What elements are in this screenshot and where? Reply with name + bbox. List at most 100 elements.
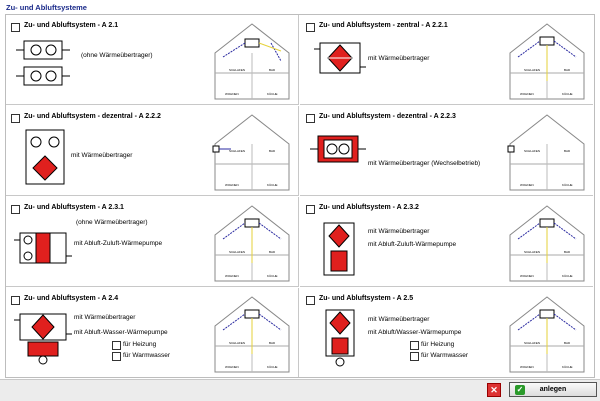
system-checkbox[interactable] xyxy=(11,296,20,305)
house-diagram-icon: SCHLAFEN BAD WOHNEN KÜCHE xyxy=(214,296,290,373)
option-label-heizung: für Heizung xyxy=(123,341,157,348)
svg-text:SCHLAFEN: SCHLAFEN xyxy=(229,250,245,254)
system-note: mit Abluft/Wasser-Wärmepumpe xyxy=(368,329,462,336)
system-grid: Zu- und Abluftsystem - A 2.1 (ohne Wärme… xyxy=(5,14,595,378)
option-label-warmwasser: für Warmwasser xyxy=(421,352,469,359)
ventilation-unit-icon xyxy=(16,40,70,86)
system-note: mit Abluft-Wasser-Wärmepumpe xyxy=(74,329,168,336)
svg-text:KÜCHE: KÜCHE xyxy=(267,274,278,278)
system-card-a-2-2-3[interactable]: Zu- und Abluftsystem - dezentral - A 2.2… xyxy=(300,106,593,196)
close-icon: ✕ xyxy=(490,385,498,395)
create-button-label: anlegen xyxy=(539,386,567,393)
svg-text:BAD: BAD xyxy=(269,341,276,345)
system-checkbox[interactable] xyxy=(11,114,20,123)
svg-text:WOHNEN: WOHNEN xyxy=(225,92,239,96)
page-title: Zu- und Abluftsysteme xyxy=(6,3,87,12)
system-checkbox[interactable] xyxy=(306,205,315,214)
house-diagram-icon: SCHLAFEN BAD WOHNEN KÜCHE xyxy=(212,114,290,191)
svg-text:SCHLAFEN: SCHLAFEN xyxy=(229,149,245,153)
create-button[interactable]: ✓ anlegen xyxy=(509,382,597,397)
svg-text:WOHNEN: WOHNEN xyxy=(225,365,239,369)
system-note: mit Wärmeübertrager xyxy=(71,152,133,159)
system-heading: Zu- und Abluftsystem - A 2.3.1 xyxy=(24,204,124,211)
system-note: mit Abluft-Zuluft-Wärmepumpe xyxy=(368,241,457,248)
svg-text:BAD: BAD xyxy=(564,341,571,345)
svg-text:WOHNEN: WOHNEN xyxy=(520,183,534,187)
svg-text:KÜCHE: KÜCHE xyxy=(562,365,573,369)
svg-text:KÜCHE: KÜCHE xyxy=(267,365,278,369)
svg-text:BAD: BAD xyxy=(564,68,571,72)
svg-text:SCHLAFEN: SCHLAFEN xyxy=(229,341,245,345)
heat-pump-unit-icon xyxy=(323,222,355,276)
svg-text:KÜCHE: KÜCHE xyxy=(562,274,573,278)
button-bar xyxy=(0,379,600,401)
svg-text:BAD: BAD xyxy=(269,68,276,72)
system-heading: Zu- und Abluftsystem - A 2.1 xyxy=(24,22,119,29)
system-card-a-2-3-2[interactable]: Zu- und Abluftsystem - A 2.3.2 mit Wärme… xyxy=(300,197,593,287)
house-diagram-icon: SCHLAFEN BAD WOHNEN KÜCHE xyxy=(214,205,290,282)
option-checkbox-warmwasser[interactable] xyxy=(112,352,121,361)
system-note: mit Wärmeübertrager xyxy=(368,228,430,235)
system-checkbox[interactable] xyxy=(306,114,315,123)
svg-text:SCHLAFEN: SCHLAFEN xyxy=(229,68,245,72)
svg-text:BAD: BAD xyxy=(564,149,571,153)
system-heading: Zu- und Abluftsystem - A 2.3.2 xyxy=(319,204,419,211)
system-card-a-2-3-1[interactable]: Zu- und Abluftsystem - A 2.3.1 (ohne Wär… xyxy=(6,197,299,287)
svg-text:KÜCHE: KÜCHE xyxy=(267,183,278,187)
option-checkbox-heizung[interactable] xyxy=(112,341,121,350)
system-note: mit Wärmeübertrager xyxy=(368,55,430,62)
system-card-a-2-1[interactable]: Zu- und Abluftsystem - A 2.1 (ohne Wärme… xyxy=(6,15,299,105)
check-icon: ✓ xyxy=(515,385,525,395)
system-checkbox[interactable] xyxy=(11,205,20,214)
system-card-a-2-4[interactable]: Zu- und Abluftsystem - A 2.4 mit Wärmeüb… xyxy=(6,288,299,377)
svg-text:KÜCHE: KÜCHE xyxy=(562,183,573,187)
svg-text:WOHNEN: WOHNEN xyxy=(520,92,534,96)
house-diagram-icon: SCHLAFEN BAD WOHNEN KÜCHE xyxy=(507,114,585,191)
house-diagram-icon: SCHLAFEN BAD WOHNEN KÜCHE xyxy=(509,296,585,373)
system-card-a-2-2-1[interactable]: Zu- und Abluftsystem - zentral - A 2.2.1… xyxy=(300,15,593,105)
svg-text:SCHLAFEN: SCHLAFEN xyxy=(524,149,540,153)
heat-pump-unit-icon xyxy=(14,313,72,365)
system-note: mit Wärmeübertrager xyxy=(368,316,430,323)
svg-text:SCHLAFEN: SCHLAFEN xyxy=(524,341,540,345)
house-diagram-icon: SCHLAFEN BAD WOHNEN KÜCHE xyxy=(214,23,290,100)
option-label-warmwasser: für Warmwasser xyxy=(123,352,171,359)
system-checkbox[interactable] xyxy=(11,23,20,32)
system-card-a-2-5[interactable]: Zu- und Abluftsystem - A 2.5 mit Wärmeüb… xyxy=(300,288,593,377)
system-note: (ohne Wärmeübertrager) xyxy=(81,52,153,59)
svg-text:WOHNEN: WOHNEN xyxy=(520,274,534,278)
svg-text:BAD: BAD xyxy=(269,149,276,153)
cancel-button[interactable]: ✕ xyxy=(487,383,501,397)
system-note: (ohne Wärmeübertrager) xyxy=(76,219,148,226)
heat-pump-unit-icon xyxy=(14,232,72,264)
option-label-heizung: für Heizung xyxy=(421,341,455,348)
alternating-unit-icon xyxy=(310,135,366,163)
system-checkbox[interactable] xyxy=(306,296,315,305)
system-note: mit Abluft-Zuluft-Wärmepumpe xyxy=(74,240,163,247)
system-heading: Zu- und Abluftsystem - A 2.5 xyxy=(319,295,414,302)
svg-text:SCHLAFEN: SCHLAFEN xyxy=(524,68,540,72)
svg-text:BAD: BAD xyxy=(269,250,276,254)
system-note: mit Wärmeübertrager xyxy=(74,314,136,321)
system-note: mit Wärmeübertrager (Wechselbetrieb) xyxy=(368,160,481,167)
svg-text:WOHNEN: WOHNEN xyxy=(225,183,239,187)
heat-exchanger-unit-icon xyxy=(25,129,65,185)
system-heading: Zu- und Abluftsystem - A 2.4 xyxy=(24,295,119,302)
heat-pump-unit-icon xyxy=(325,309,355,367)
svg-text:KÜCHE: KÜCHE xyxy=(267,92,278,96)
heat-exchanger-unit-icon xyxy=(314,42,366,74)
svg-text:BAD: BAD xyxy=(564,250,571,254)
house-diagram-icon: SCHLAFEN BAD WOHNEN KÜCHE xyxy=(509,23,585,100)
option-checkbox-heizung[interactable] xyxy=(410,341,419,350)
system-card-a-2-2-2[interactable]: Zu- und Abluftsystem - dezentral - A 2.2… xyxy=(6,106,299,196)
system-heading: Zu- und Abluftsystem - dezentral - A 2.2… xyxy=(319,113,456,120)
option-checkbox-warmwasser[interactable] xyxy=(410,352,419,361)
system-heading: Zu- und Abluftsystem - dezentral - A 2.2… xyxy=(24,113,161,120)
svg-text:WOHNEN: WOHNEN xyxy=(520,365,534,369)
svg-text:SCHLAFEN: SCHLAFEN xyxy=(524,250,540,254)
svg-text:KÜCHE: KÜCHE xyxy=(562,92,573,96)
house-diagram-icon: SCHLAFEN BAD WOHNEN KÜCHE xyxy=(509,205,585,282)
svg-text:WOHNEN: WOHNEN xyxy=(225,274,239,278)
system-heading: Zu- und Abluftsystem - zentral - A 2.2.1 xyxy=(319,22,448,29)
system-checkbox[interactable] xyxy=(306,23,315,32)
